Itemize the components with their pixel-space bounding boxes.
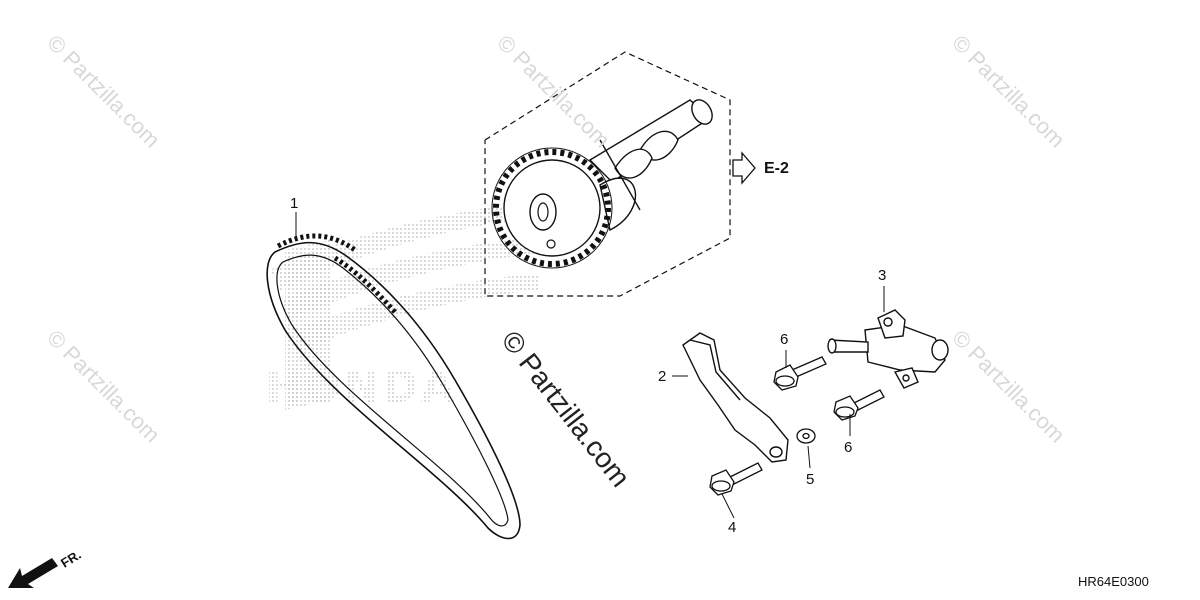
flange-bolt-4 — [709, 462, 763, 496]
cam-chain — [266, 233, 521, 540]
washer — [796, 428, 816, 444]
leader-lines — [295, 212, 885, 519]
flange-bolt-lower — [833, 389, 885, 421]
cam-sprocket — [491, 147, 613, 269]
chain-tensioner-lifter — [827, 309, 949, 389]
honda-logo-text: HONDA — [265, 362, 457, 413]
front-direction-arrow — [8, 558, 58, 588]
reference-label: E-2 — [764, 160, 789, 177]
callout-1: 1 — [290, 195, 299, 212]
figure-code: HR64E0300 — [1078, 574, 1149, 589]
callout-6-upper: 6 — [780, 331, 789, 348]
camshaft-assembly-box — [484, 51, 731, 297]
honda-logo: HONDA — [265, 200, 560, 413]
callout-3: 3 — [878, 267, 887, 284]
callout-5: 5 — [806, 471, 815, 488]
callout-2: 2 — [658, 368, 667, 385]
reference-arrow — [732, 151, 756, 185]
callout-4: 4 — [728, 519, 737, 536]
chain-tensioner-arm — [682, 332, 789, 463]
callout-6-lower: 6 — [844, 439, 853, 456]
flange-bolt-upper — [773, 356, 827, 391]
